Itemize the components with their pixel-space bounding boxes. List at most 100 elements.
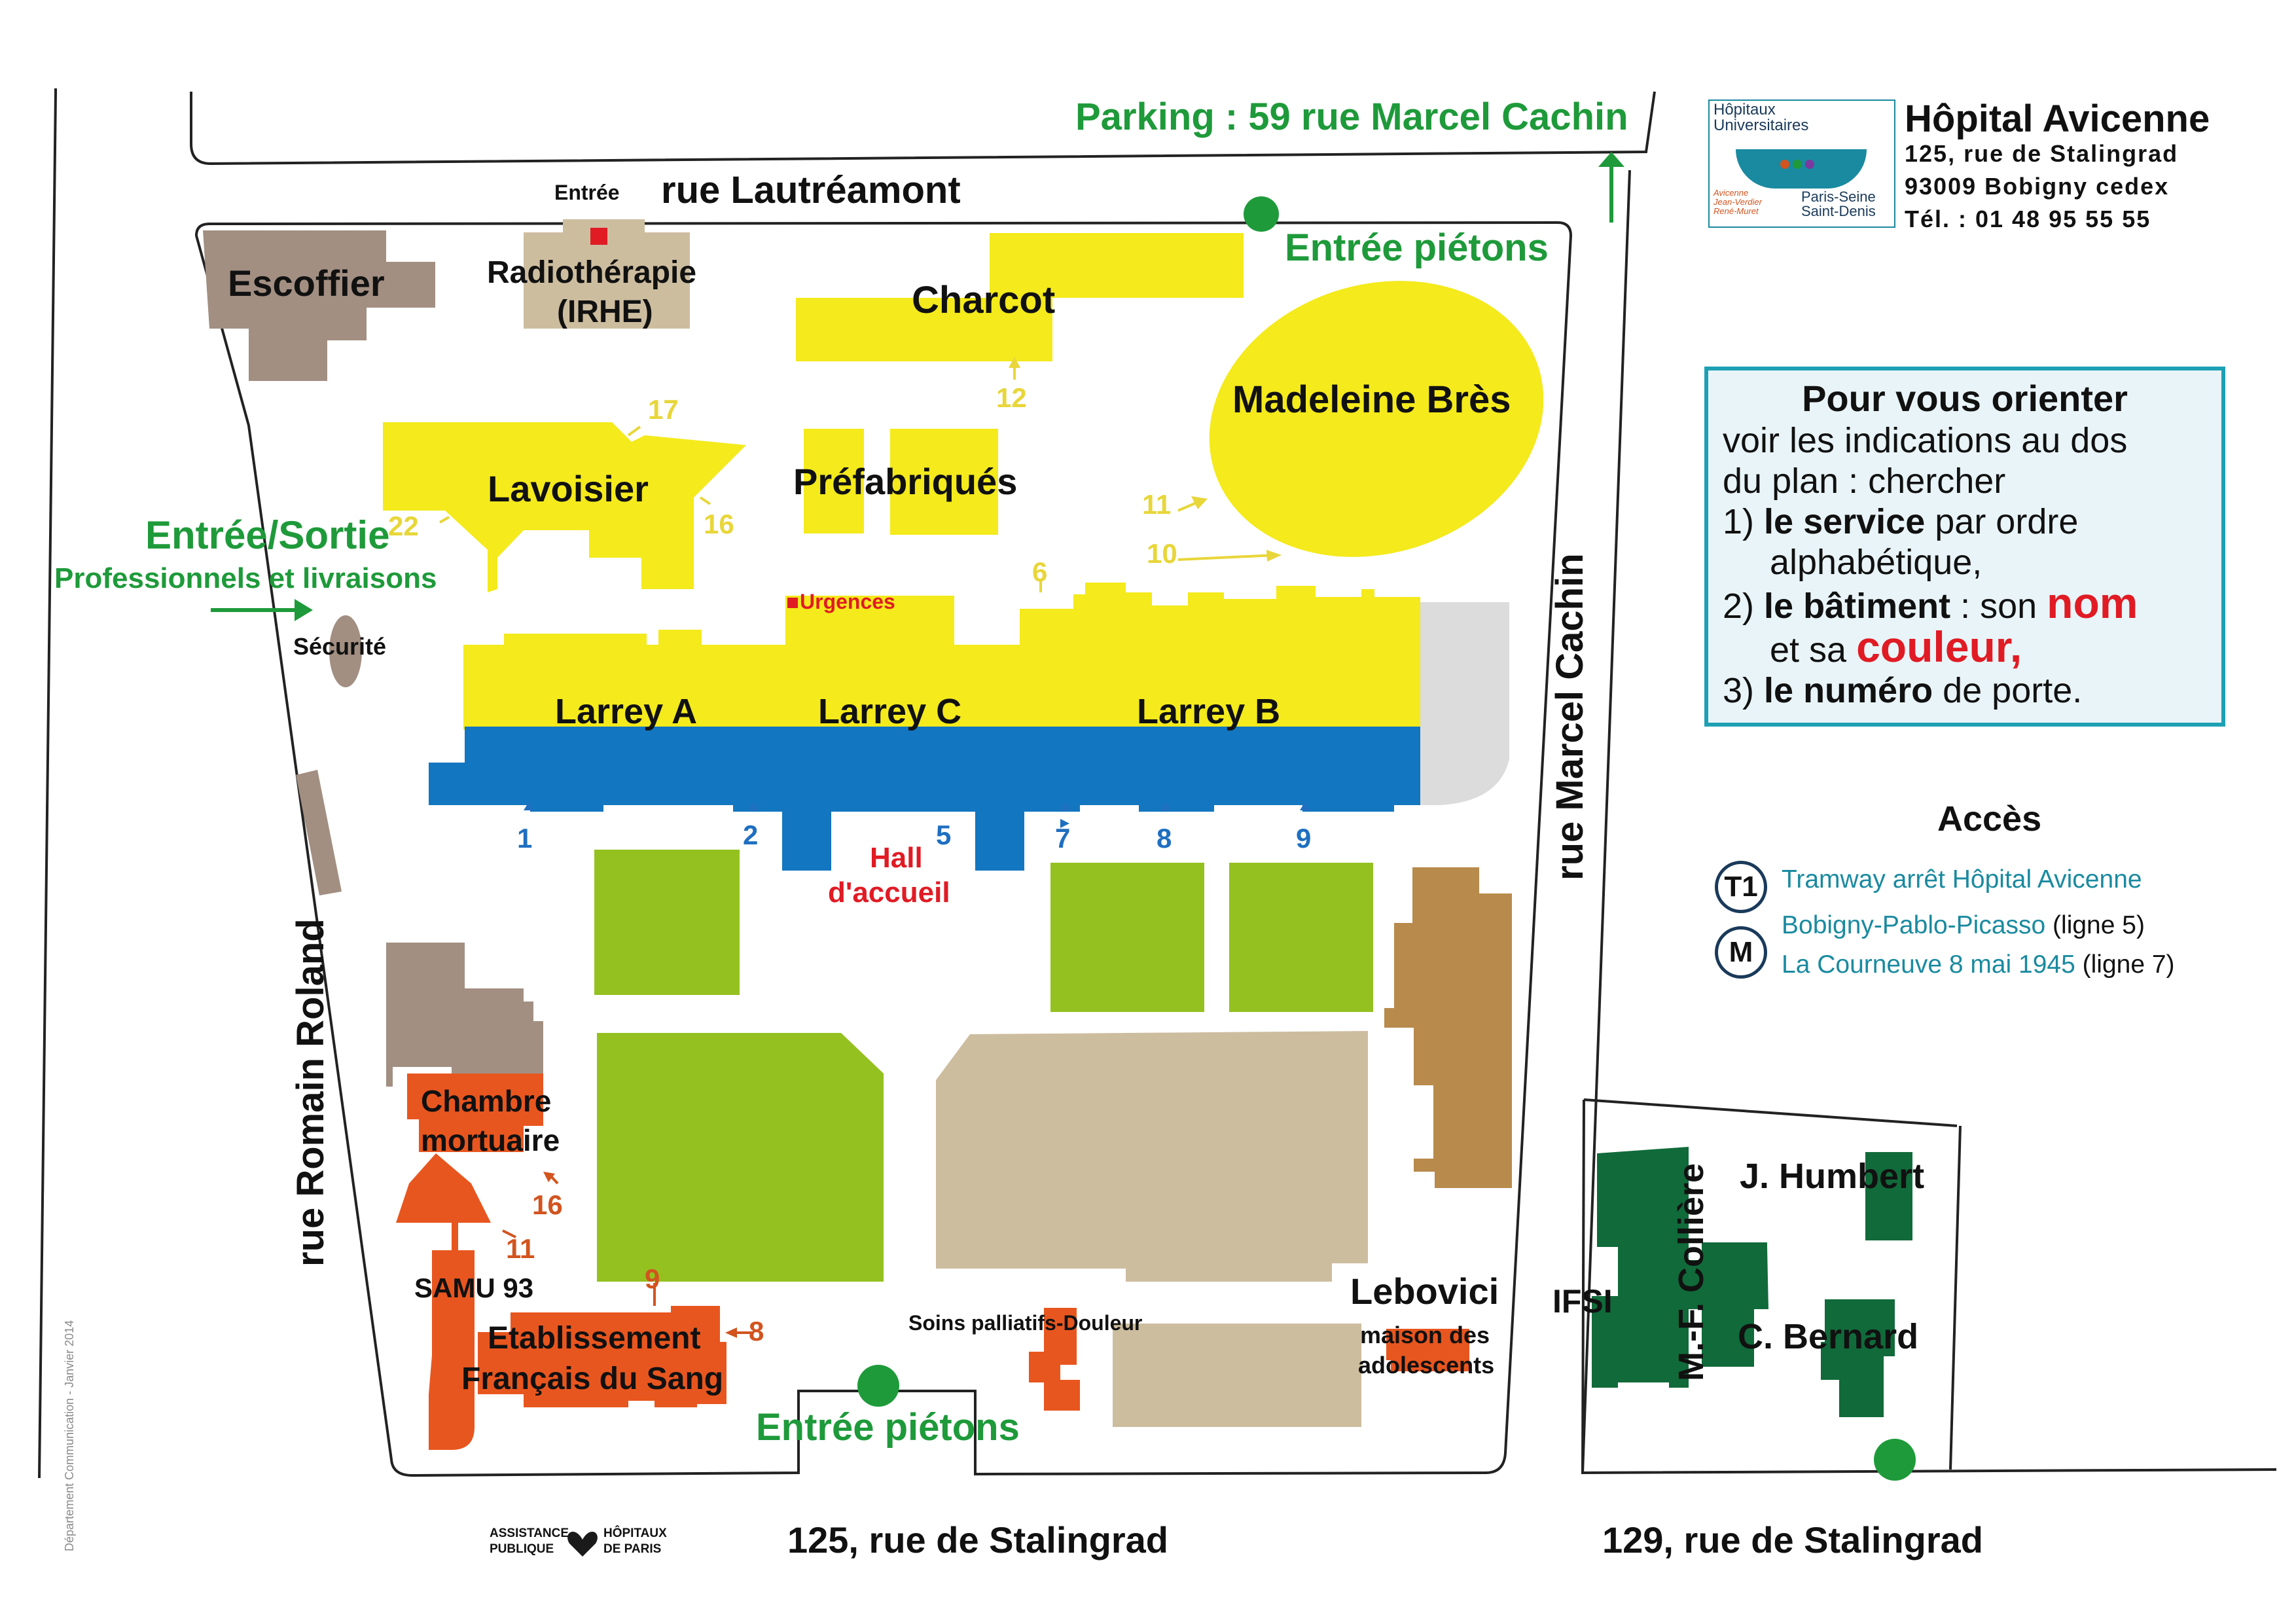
door-s8: 8 [749,1316,764,1346]
building-beige-central [936,1031,1368,1282]
label-bernard: C. Bernard [1738,1317,1918,1356]
label-lavoisier: Lavoisier [488,468,649,509]
street-south-main: 125, rue de Stalingrad [787,1519,1168,1561]
metro-line-1: Bobigny-Pablo-Picasso (ligne 5) [1782,911,2145,940]
item-2-red: nom [2047,579,2138,627]
orientation-item-2: 2) le bâtiment : son nom [1723,581,2207,626]
logo-site-2: Jean-Verdier [1713,197,1762,207]
pedestrian-entrance-south: Entrée piétons [756,1406,1020,1449]
door-arrows-blue [524,802,1310,828]
building-bernard [1821,1299,1895,1417]
security-post [329,615,362,687]
street-east: rue Marcel Cachin [1549,553,1591,880]
metro-ligne-5: (ligne 5) [2045,911,2145,939]
item-1-num: 1) [1723,502,1755,541]
door-5: 5 [936,820,951,850]
label-larrey-a: Larrey A [555,692,697,731]
hospital-address-2: 93009 Bobigny cedex [1905,173,2170,200]
street-north: rue Lautréamont [661,169,961,211]
item-2-cont-pre: et sa [1770,630,1857,670]
aphp-heart-icon [567,1531,598,1557]
building-soins-palliatifs [1029,1308,1080,1411]
entrance-marker [590,228,607,245]
label-colliere: M.-F. Collière [1672,1163,1711,1381]
door-8: 8 [1157,823,1172,854]
label-efs-2: Français du Sang [461,1362,723,1396]
logo-dept-1: Paris-Seine [1801,189,1876,205]
aphp-text-4: DE PARIS [603,1542,661,1556]
door-s16: 16 [532,1189,563,1220]
orientation-item-3: 3) le numéro de porte. [1723,670,2207,711]
campus-boundary [194,221,1573,1477]
pedestrian-entrance-north: Entrée piétons [1285,226,1549,269]
urgences-marker [787,598,798,608]
hall-label-1: Hall [870,842,923,874]
item-1-rest: par ordre [1925,502,2079,541]
hospital-info: Hôpitaux Universitaires Avicenne Jean-Ve… [1708,97,2219,254]
logo-dots-icon [1780,160,1826,173]
building-humbert [1865,1152,1912,1240]
aphp-text-2: PUBLIQUE [490,1542,554,1556]
tram-badge-icon: T1 [1715,861,1767,913]
door-10: 10 [1147,538,1177,569]
entrance-dot-north [1244,196,1279,232]
metro-ligne-7: (ligne 7) [2075,950,2175,979]
access-title: Accès [1937,799,2042,839]
item-3-rest: de porte. [1933,671,2083,710]
orientation-line-2: du plan : chercher [1723,461,2006,501]
access-section: Accès T1 Tramway arrêt Hôpital Avicenne … [1702,799,2238,1008]
label-lebovici-sub-2: adolescents [1358,1352,1494,1379]
building-efs [478,1306,726,1407]
building-colliere [1702,1242,1768,1367]
building-escoffier [203,230,435,381]
credit-note: Département Communication - Janvier 2014 [63,1320,76,1551]
lawn-3 [1229,863,1373,1012]
label-charcot: Charcot [912,279,1055,321]
label-larrey-c: Larrey C [818,692,961,731]
item-2-bold: le bâtiment [1764,586,1951,626]
hospital-name: Hôpital Avicenne [1905,98,2210,140]
building-ifsi [1592,1147,1702,1388]
item-3-num: 3) [1723,671,1755,710]
building-madeleine-bres [1209,281,1544,557]
label-escoffier: Escoffier [228,262,385,304]
lawn-1 [594,850,740,995]
aphp-text-1: ASSISTANCE [490,1526,569,1540]
hospital-address-1: 125, rue de Stalingrad [1905,140,2179,167]
professional-entrance-title: Entrée/Sortie [145,513,389,557]
building-chambre-taupe [386,943,543,1087]
building-larrey-blue [429,727,1420,871]
professional-entrance-sub: Professionnels et livraisons [54,562,437,594]
label-prefabriques: Préfabriqués [793,461,1017,502]
building-brown-east [1384,867,1512,1188]
orientation-title: Pour vous orienter [1802,378,2128,419]
door-s9: 9 [645,1263,660,1294]
building-lebovici-orange [1386,1329,1469,1371]
building-beige-lebovici [1113,1324,1361,1427]
label-radiotherapie-2: (IRHE) [557,295,653,329]
orientation-item-1: 1) le service par ordre [1723,501,2207,542]
label-humbert: J. Humbert [1740,1157,1924,1196]
urgences-label: Urgences [800,590,895,613]
street-lines [38,88,2277,1479]
door-12: 12 [996,382,1027,413]
door-1: 1 [517,823,532,854]
building-radiotherapie [524,219,690,329]
item-2-num: 2) [1723,586,1755,626]
grey-lot [1420,602,1509,805]
logo-arc-icon [1736,149,1867,189]
building-samu [396,1153,491,1450]
door-s11: 11 [506,1233,535,1264]
building-lavoisier [383,422,746,592]
building-prefabriques-a [804,429,864,533]
aphp-text-3: HÔPITAUX [603,1526,667,1540]
metro-line-2: La Courneuve 8 mai 1945 (ligne 7) [1782,950,2175,979]
label-samu: SAMU 93 [414,1272,533,1303]
entrance-radiotherapie-label: Entrée [554,181,620,204]
entrance-dot-south [857,1365,899,1407]
building-prefabriques-b [890,429,998,535]
orientation-item-1-cont: alphabétique, [1770,543,1982,582]
hall-label-2: d'accueil [828,876,950,909]
tram-line: Tramway arrêt Hôpital Avicenne [1782,865,2142,893]
